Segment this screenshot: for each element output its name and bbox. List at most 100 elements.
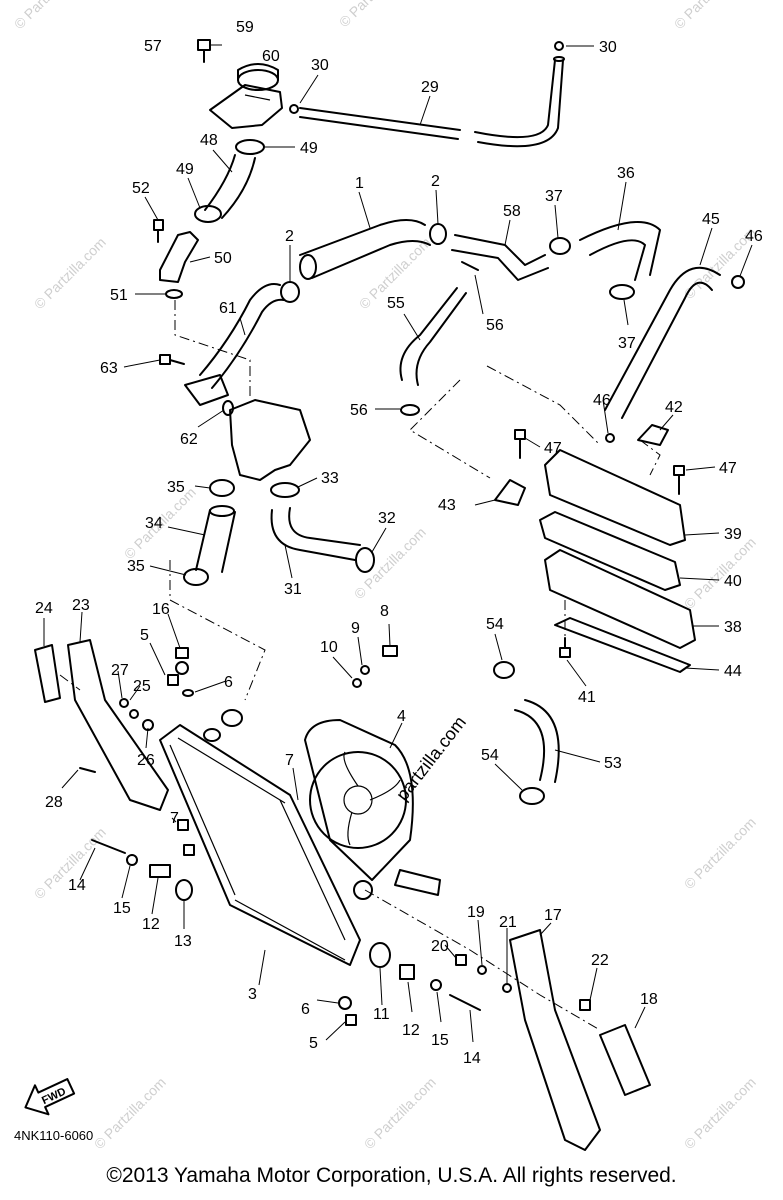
part-53-hose: [514, 699, 560, 783]
callout-61: 61: [219, 300, 237, 317]
callout-29: 29: [421, 79, 439, 96]
callout-27: 27: [111, 662, 129, 679]
callout-56: 56: [350, 402, 368, 419]
part-thermostat-housing: [184, 374, 311, 481]
callout-2: 2: [431, 173, 440, 190]
callout-numbers: 59 57 60 30 30 29 48 49 49 52 50 51 1 2 …: [35, 19, 763, 1067]
part-55-hose: [399, 287, 467, 386]
callout-37: 37: [545, 188, 563, 205]
callout-8: 8: [380, 603, 389, 620]
part-23-cover: [67, 639, 169, 811]
callout-58: 58: [503, 203, 521, 220]
callout-42: 42: [665, 399, 683, 416]
callout-49: 49: [176, 161, 194, 178]
part-41-bolt: [559, 637, 571, 658]
part-56-clip: [400, 261, 479, 416]
copyright-notice: ©2013 Yamaha Motor Corporation, U.S.A. A…: [106, 1164, 677, 1187]
part-1-radiator-hose: [299, 219, 431, 280]
part-39-cover: [544, 449, 686, 546]
part-44-gasket: [554, 617, 691, 673]
callout-63: 63: [100, 360, 118, 377]
callout-59: 59: [236, 19, 254, 36]
watermark: © Partzilla.com: [361, 1074, 439, 1152]
part-29-overflow-hose: [299, 56, 565, 148]
callout-15: 15: [113, 900, 131, 917]
part-18-panel: [599, 1024, 651, 1096]
callout-54: 54: [481, 747, 499, 764]
callout-16: 16: [152, 601, 170, 618]
part-47-bolt: [514, 429, 685, 495]
part-4-fan: [304, 719, 441, 896]
callout-55: 55: [387, 295, 405, 312]
callout-2: 2: [285, 228, 294, 245]
callout-35: 35: [167, 479, 185, 496]
fwd-arrow-icon: FWD: [24, 1078, 76, 1116]
part-58-hose: [451, 234, 549, 281]
callout-30: 30: [311, 57, 329, 74]
watermark: © Partzilla.com: [91, 1074, 169, 1152]
callout-52: 52: [132, 180, 150, 197]
watermark: © Partzilla.com: [351, 524, 429, 602]
callout-50: 50: [214, 250, 232, 267]
callout-21: 21: [499, 914, 517, 931]
callout-18: 18: [640, 991, 658, 1008]
part-52-bolt: [153, 219, 164, 243]
callout-49: 49: [300, 140, 318, 157]
callout-39: 39: [724, 526, 742, 543]
part-40-gasket: [539, 511, 681, 591]
diagram-code: 4NK110-6060: [14, 1128, 94, 1143]
callout-54: 54: [486, 616, 504, 633]
callout-23: 23: [72, 597, 90, 614]
callout-33: 33: [321, 470, 339, 487]
watermark: © Partzilla.com: [681, 534, 759, 612]
callout-40: 40: [724, 573, 742, 590]
part-36-hose: [579, 221, 661, 281]
part-59-filler-neck: [209, 84, 283, 129]
callout-22: 22: [591, 952, 609, 969]
callout-3: 3: [248, 986, 257, 1003]
callout-38: 38: [724, 619, 742, 636]
callout-19: 19: [467, 904, 485, 921]
callout-5: 5: [309, 1035, 318, 1052]
part-33-clamp: [270, 482, 300, 498]
part-60-radiator-cap: [237, 63, 279, 91]
part-24-panel: [34, 644, 61, 703]
callout-14: 14: [68, 877, 86, 894]
part-17-cover: [509, 929, 601, 1151]
callout-10: 10: [320, 639, 338, 656]
part-32-clamp: [355, 547, 375, 573]
callout-32: 32: [378, 510, 396, 527]
part-37-clamp: [549, 237, 635, 300]
part-61-hose: [199, 283, 285, 389]
callout-11: 11: [373, 1006, 390, 1023]
part-48-hose: [204, 154, 256, 219]
callout-48: 48: [200, 132, 218, 149]
watermark: © Partzilla.com: [11, 0, 89, 32]
part-43-bracket: [494, 479, 526, 506]
part-57-bolt: [197, 39, 211, 63]
callout-13: 13: [174, 933, 192, 950]
watermarks: © Partzilla.com © Partzilla.com © Partzi…: [11, 0, 759, 1152]
small-fasteners: [79, 645, 591, 1026]
callout-47: 47: [544, 440, 562, 457]
callout-36: 36: [617, 165, 635, 182]
callout-60: 60: [262, 48, 280, 65]
callout-14: 14: [463, 1050, 481, 1067]
part-45-hose: [604, 266, 721, 419]
callout-5: 5: [140, 627, 149, 644]
watermark: © Partzilla.com: [336, 0, 414, 30]
assembly-lines: [59, 300, 661, 1031]
callout-57: 57: [144, 38, 162, 55]
callout-7: 7: [170, 810, 179, 827]
callout-15: 15: [431, 1032, 449, 1049]
part-38-plate: [544, 549, 696, 649]
part-50-pipe: [159, 231, 199, 283]
callout-24: 24: [35, 600, 53, 617]
watermark: © Partzilla.com: [681, 814, 759, 892]
callout-37: 37: [618, 335, 636, 352]
callout-31: 31: [284, 581, 302, 598]
callout-20: 20: [431, 938, 449, 955]
part-31-hose: [270, 507, 361, 561]
watermark: © Partzilla.com: [681, 1074, 759, 1152]
leader-lines: [43, 44, 753, 1043]
